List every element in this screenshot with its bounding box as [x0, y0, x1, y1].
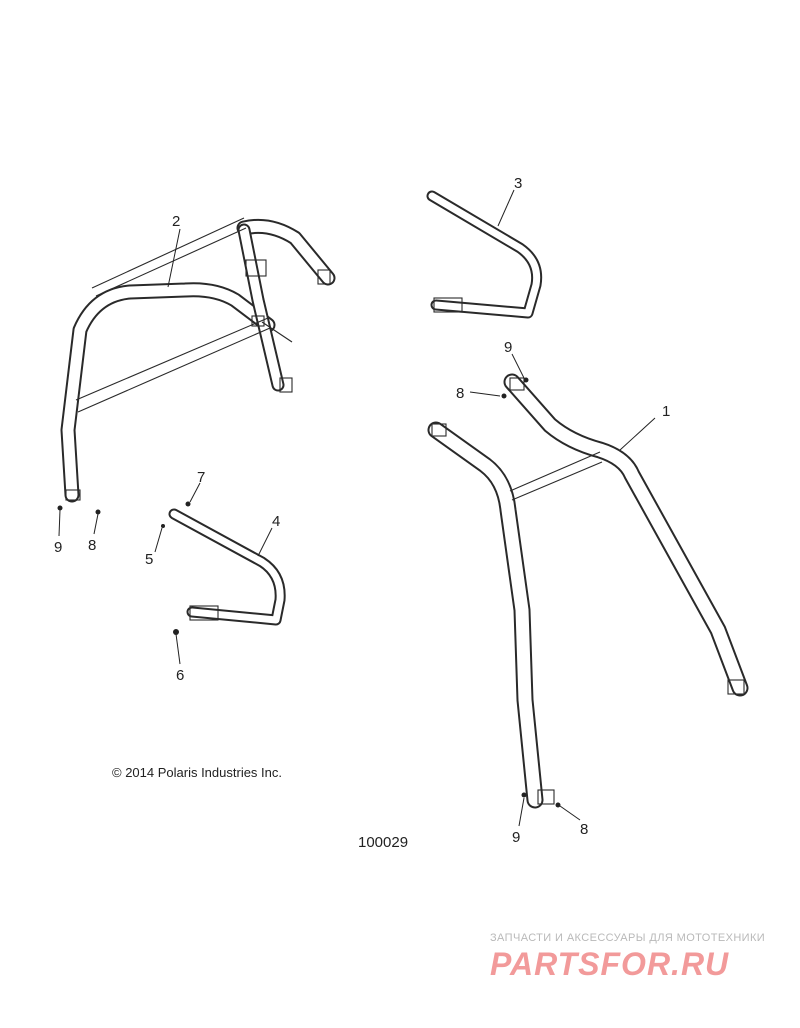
callout-3: 3 — [514, 175, 522, 192]
callout-8-rear: 8 — [88, 537, 96, 554]
callout-labels: 1 2 3 4 5 6 7 8 9 8 9 8 9 — [54, 175, 670, 846]
part-1-front-cage — [427, 373, 749, 809]
callout-6: 6 — [176, 667, 184, 684]
watermark-tagline: ЗАПЧАСТИ И АКСЕССУАРЫ ДЛЯ МОТОТЕХНИКИ — [490, 932, 766, 944]
callout-7: 7 — [197, 469, 205, 486]
callout-8-front-top: 8 — [456, 385, 464, 402]
part-3-brace — [426, 190, 543, 319]
callout-2: 2 — [172, 213, 180, 230]
part-2-rear-cage — [60, 217, 336, 503]
copyright-text: © 2014 Polaris Industries Inc. — [112, 765, 282, 780]
callout-9-rear: 9 — [54, 539, 62, 556]
callout-8-front-bottom: 8 — [580, 821, 588, 838]
watermark-logo: PARTSFOR.RU — [490, 946, 730, 982]
callout-4: 4 — [272, 513, 280, 530]
callout-5: 5 — [145, 551, 153, 568]
hardware-markers — [57, 377, 561, 808]
callout-1: 1 — [662, 403, 670, 420]
callout-9-front-bottom: 9 — [512, 829, 520, 846]
leader-lines — [58, 189, 656, 827]
figure-number: 100029 — [358, 834, 409, 851]
part-4-brace — [168, 508, 286, 626]
callout-9-front-top: 9 — [504, 339, 512, 356]
